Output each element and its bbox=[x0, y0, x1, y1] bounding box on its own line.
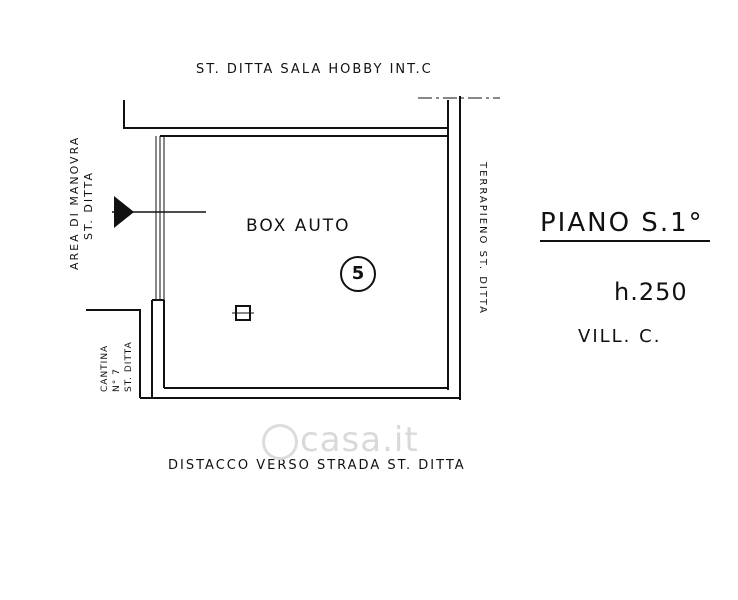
cantina-wall bbox=[86, 309, 141, 398]
bottom-side-label: DISTACCO VERSO STRADA ST. DITTA bbox=[168, 458, 466, 473]
top-neighbor-label: ST. DITTA SALA HOBBY INT.C bbox=[196, 62, 433, 77]
cantina-label-line1: CANTINA bbox=[100, 344, 110, 392]
room-label: BOX AUTO bbox=[246, 216, 351, 236]
section-arrow bbox=[112, 196, 206, 228]
watermark-text: casa.it bbox=[262, 420, 419, 460]
watermark-logo-icon bbox=[262, 424, 298, 460]
unit-number-badge: 5 bbox=[340, 256, 376, 292]
floor-label: PIANO S.1° bbox=[540, 208, 704, 238]
section-arrow-head bbox=[114, 196, 134, 228]
cantina-label-line2: N° 7 bbox=[112, 368, 122, 392]
building-label: VILL. C. bbox=[578, 326, 662, 347]
left-area-label-line1: AREA DI MANOVRA bbox=[68, 135, 81, 270]
right-side-label-text: TERRAPIENO ST. DITTA bbox=[477, 162, 488, 315]
floor-label-underline bbox=[540, 240, 710, 242]
watermark-label: casa.it bbox=[300, 420, 419, 460]
left-area-label-line2: ST. DITTA bbox=[82, 170, 95, 240]
walls bbox=[86, 96, 500, 400]
cantina-label-line3: ST. DITTA bbox=[124, 341, 134, 392]
ceiling-height-label: h.250 bbox=[614, 278, 688, 306]
top-wall-outer bbox=[123, 100, 449, 129]
